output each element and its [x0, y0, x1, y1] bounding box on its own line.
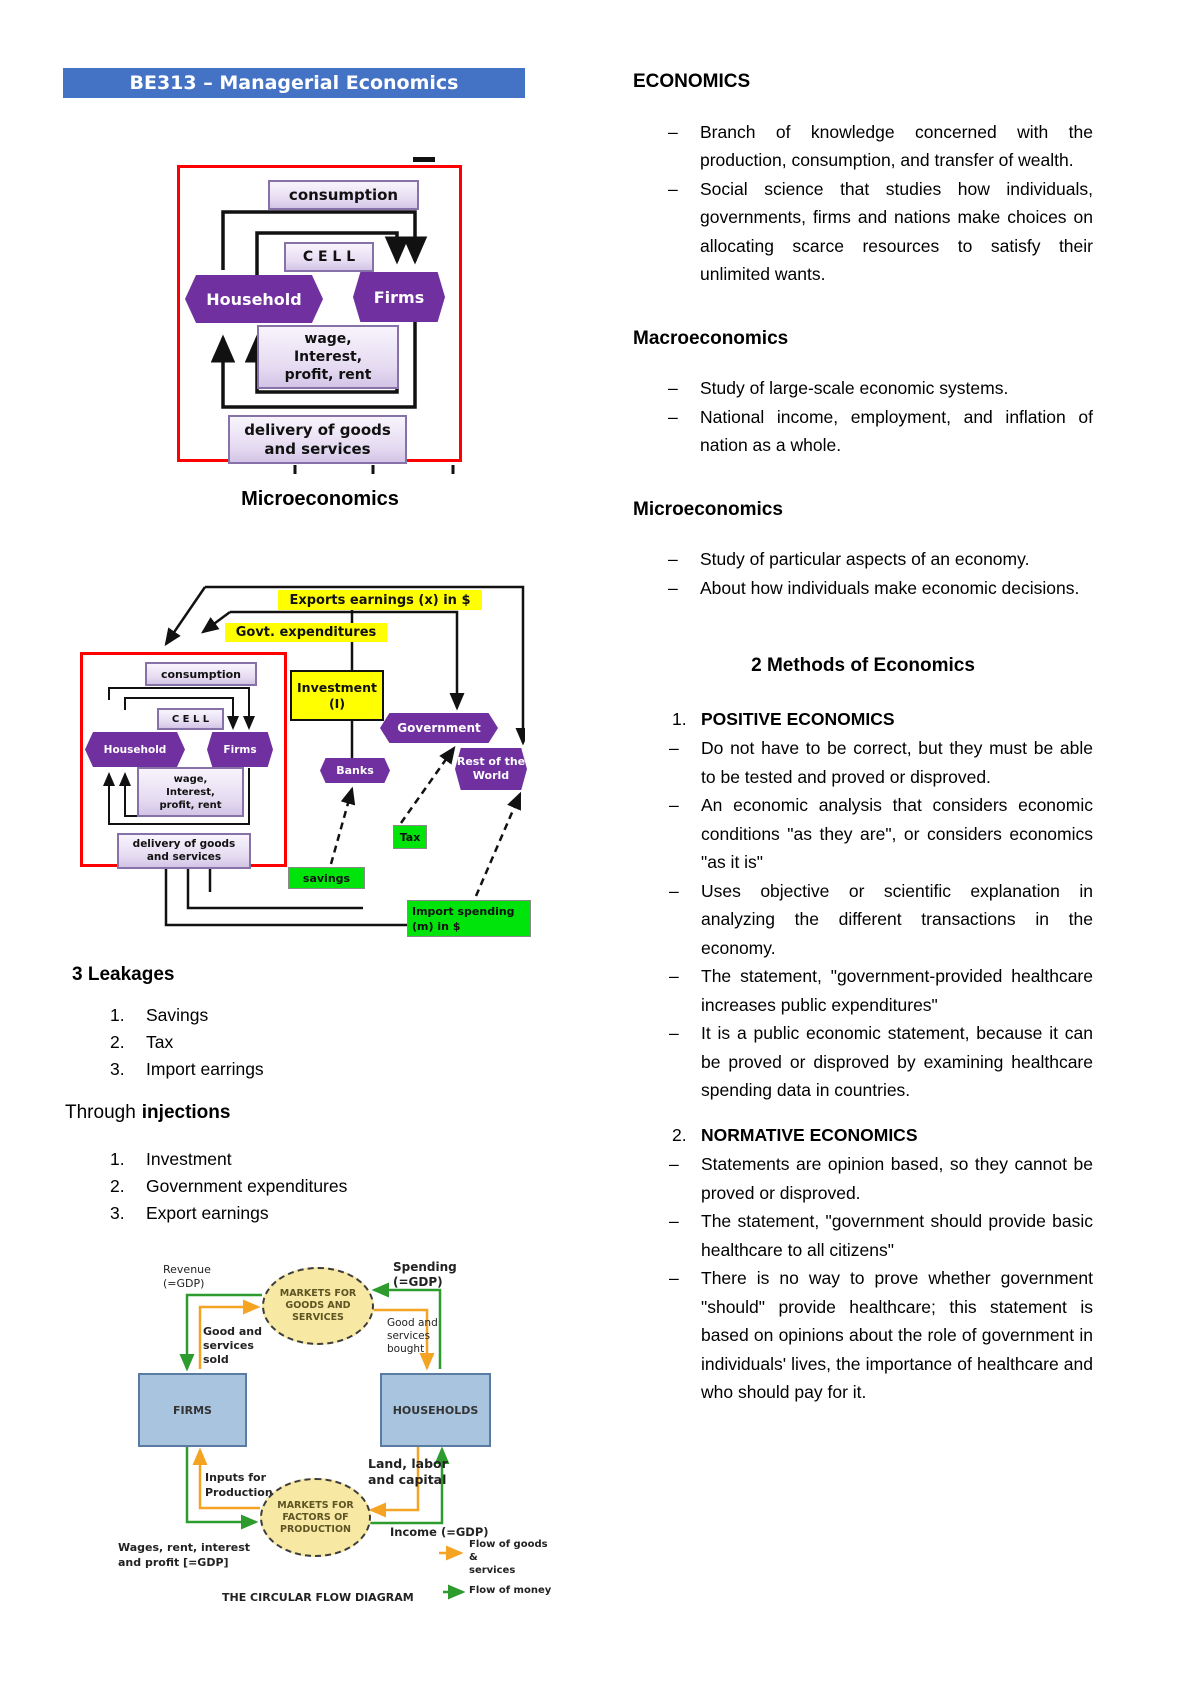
numbered-item-normative-economics: 2. NORMATIVE ECONOMICS: [633, 1121, 1093, 1150]
income-gdp-label: Income (=GDP): [390, 1525, 489, 1539]
dash-marker: –: [669, 1268, 679, 1288]
bullet-item: – Study of large-scale economic systems.: [633, 374, 1093, 403]
item-number: 3.: [110, 1203, 125, 1223]
legend-flow-money: Flow of money: [469, 1585, 552, 1596]
diagram3-caption: THE CIRCULAR FLOW DIAGRAM: [222, 1591, 414, 1604]
title-banner: BE313 – Managerial Economics: [63, 68, 525, 98]
bullet-item: – Social science that studies how indivi…: [633, 175, 1093, 289]
wage-interest-profit-rent-box: wage, Interest, profit, rent: [137, 767, 244, 817]
section-heading-microeconomics: Microeconomics: [633, 498, 783, 520]
leakages-heading: 3 Leakages: [72, 964, 175, 985]
notes-column: ECONOMICS – Branch of knowledge concerne…: [633, 62, 1093, 1407]
list-item: 1.Investment: [110, 1146, 450, 1173]
sub-bullet: – It is a public economic statement, bec…: [633, 1019, 1093, 1105]
delivery-goods-services-box: delivery of goods and services: [228, 415, 407, 464]
wages-rent-interest-label: Wages, rent, interest and profit [=GDP]: [118, 1541, 251, 1569]
consumption-box: consumption: [268, 180, 419, 210]
dash-marker: –: [668, 577, 678, 598]
dash-marker: –: [668, 406, 678, 427]
legend-flow-goods: Flow of goods & services: [469, 1539, 548, 1576]
numbered-item-positive-economics: 1. POSITIVE ECONOMICS: [633, 705, 1093, 734]
dash-marker: –: [668, 121, 678, 142]
sub-bullet: – The statement, "government-provided he…: [633, 962, 1093, 1019]
consumption-box: consumption: [145, 662, 257, 686]
section-heading-macroeconomics: Macroeconomics: [633, 327, 789, 349]
list-item: 2.Tax: [110, 1029, 410, 1056]
dash-marker: –: [668, 378, 678, 398]
spending-gdp-label: Spending (=GDP): [393, 1260, 457, 1289]
sub-bullet: – There is no way to prove whether gover…: [633, 1264, 1093, 1407]
diagram1-caption: Microeconomics: [241, 488, 399, 510]
goods-sold-label: Good and services sold: [203, 1325, 262, 1366]
sub-bullet: – Do not have to be correct, but they mu…: [633, 734, 1093, 791]
methods-heading: 2 Methods of Economics: [751, 655, 975, 676]
bullet-item: – Study of particular aspects of an econ…: [633, 545, 1093, 574]
item-number: 1.: [672, 708, 687, 729]
sub-bullet: – An economic analysis that considers ec…: [633, 791, 1093, 877]
dash-marker: –: [669, 966, 679, 986]
dash-marker: –: [668, 178, 678, 199]
firms-hexagon: Firms: [353, 272, 445, 322]
dash-marker: –: [669, 795, 679, 815]
govt-expenditures-label: Govt. expenditures: [225, 623, 387, 642]
section-heading-economics: ECONOMICS: [633, 71, 751, 92]
list-item: 3.Import earrings: [110, 1056, 410, 1083]
item-number: 2.: [672, 1124, 687, 1145]
dash-marker: –: [669, 738, 679, 758]
list-item: 3.Export earnings: [110, 1200, 450, 1227]
firms-box: FIRMS: [138, 1373, 247, 1447]
households-box: HOUSEHOLDS: [380, 1373, 491, 1447]
sub-bullet: – Uses objective or scientific explanati…: [633, 877, 1093, 963]
course-title: BE313 – Managerial Economics: [129, 72, 459, 94]
wage-interest-profit-rent-box: wage, Interest, profit, rent: [257, 325, 399, 389]
sub-bullet: – Statements are opinion based, so they …: [633, 1150, 1093, 1207]
item-number: 1.: [110, 1005, 125, 1025]
bullet-item: – Branch of knowledge concerned with the…: [633, 118, 1093, 175]
dash-marker: –: [668, 549, 678, 569]
household-hexagon: Household: [185, 275, 323, 323]
land-labor-capital-label: Land, labor and capital: [368, 1456, 448, 1487]
rest-of-world-hexagon: Rest of the World: [455, 748, 527, 790]
dash-marker: –: [669, 1211, 679, 1231]
item-number: 1.: [110, 1149, 125, 1169]
sub-bullet: – The statement, "government should prov…: [633, 1207, 1093, 1264]
item-number: 2.: [110, 1176, 125, 1196]
delivery-goods-services-box: delivery of goods and services: [117, 833, 251, 869]
savings-box: savings: [288, 867, 365, 889]
government-hexagon: Government: [380, 713, 498, 743]
injections-bold-word: injections: [141, 1102, 231, 1123]
exports-earnings-label: Exports earnings (x) in $: [278, 590, 482, 610]
diagram-circular-flow-full: Exports earnings (x) in $ Govt. expendit…: [63, 540, 531, 945]
dash-marker: –: [669, 1023, 679, 1043]
factors-production-market-ellipse: MARKETS FOR FACTORS OF PRODUCTION: [260, 1478, 371, 1557]
dash-marker: –: [669, 880, 679, 901]
injections-heading: Through injections: [65, 1102, 231, 1123]
cropped-arrow-remnant: [413, 157, 435, 162]
household-hexagon: Household: [85, 732, 185, 767]
goods-bought-label: Good and services bought: [387, 1317, 438, 1355]
list-item: 1.Savings: [110, 1002, 410, 1029]
item-number: 2.: [110, 1032, 125, 1052]
inputs-production-label: Inputs for Production: [205, 1471, 273, 1499]
revenue-gdp-label: Revenue (=GDP): [163, 1263, 211, 1290]
import-spending-box: Import spending (m) in $: [407, 900, 531, 937]
dash-marker: –: [669, 1154, 679, 1174]
list-item: 2.Government expenditures: [110, 1173, 450, 1200]
tax-box: Tax: [393, 825, 427, 849]
cell-box: C E L L: [157, 708, 224, 730]
item-number: 3.: [110, 1059, 125, 1079]
bullet-item: – National income, employment, and infla…: [633, 403, 1093, 460]
banks-hexagon: Banks: [320, 758, 390, 783]
goods-services-market-ellipse: MARKETS FOR GOODS AND SERVICES: [262, 1267, 374, 1345]
cell-box: C E L L: [284, 242, 374, 272]
investment-box: Investment (I): [290, 670, 384, 721]
firms-hexagon: Firms: [207, 732, 273, 767]
leakages-list: 1.Savings 2.Tax 3.Import earrings: [110, 1002, 410, 1083]
diagram-circular-flow-gdp: Revenue (=GDP) Spending (=GDP) MARKETS F…: [63, 1240, 551, 1620]
bullet-item: – About how individuals make economic de…: [633, 574, 1093, 603]
diagram-circular-flow-simple: consumption C E L L Household Firms wage…: [63, 140, 525, 480]
injections-list: 1.Investment 2.Government expenditures 3…: [110, 1146, 450, 1227]
